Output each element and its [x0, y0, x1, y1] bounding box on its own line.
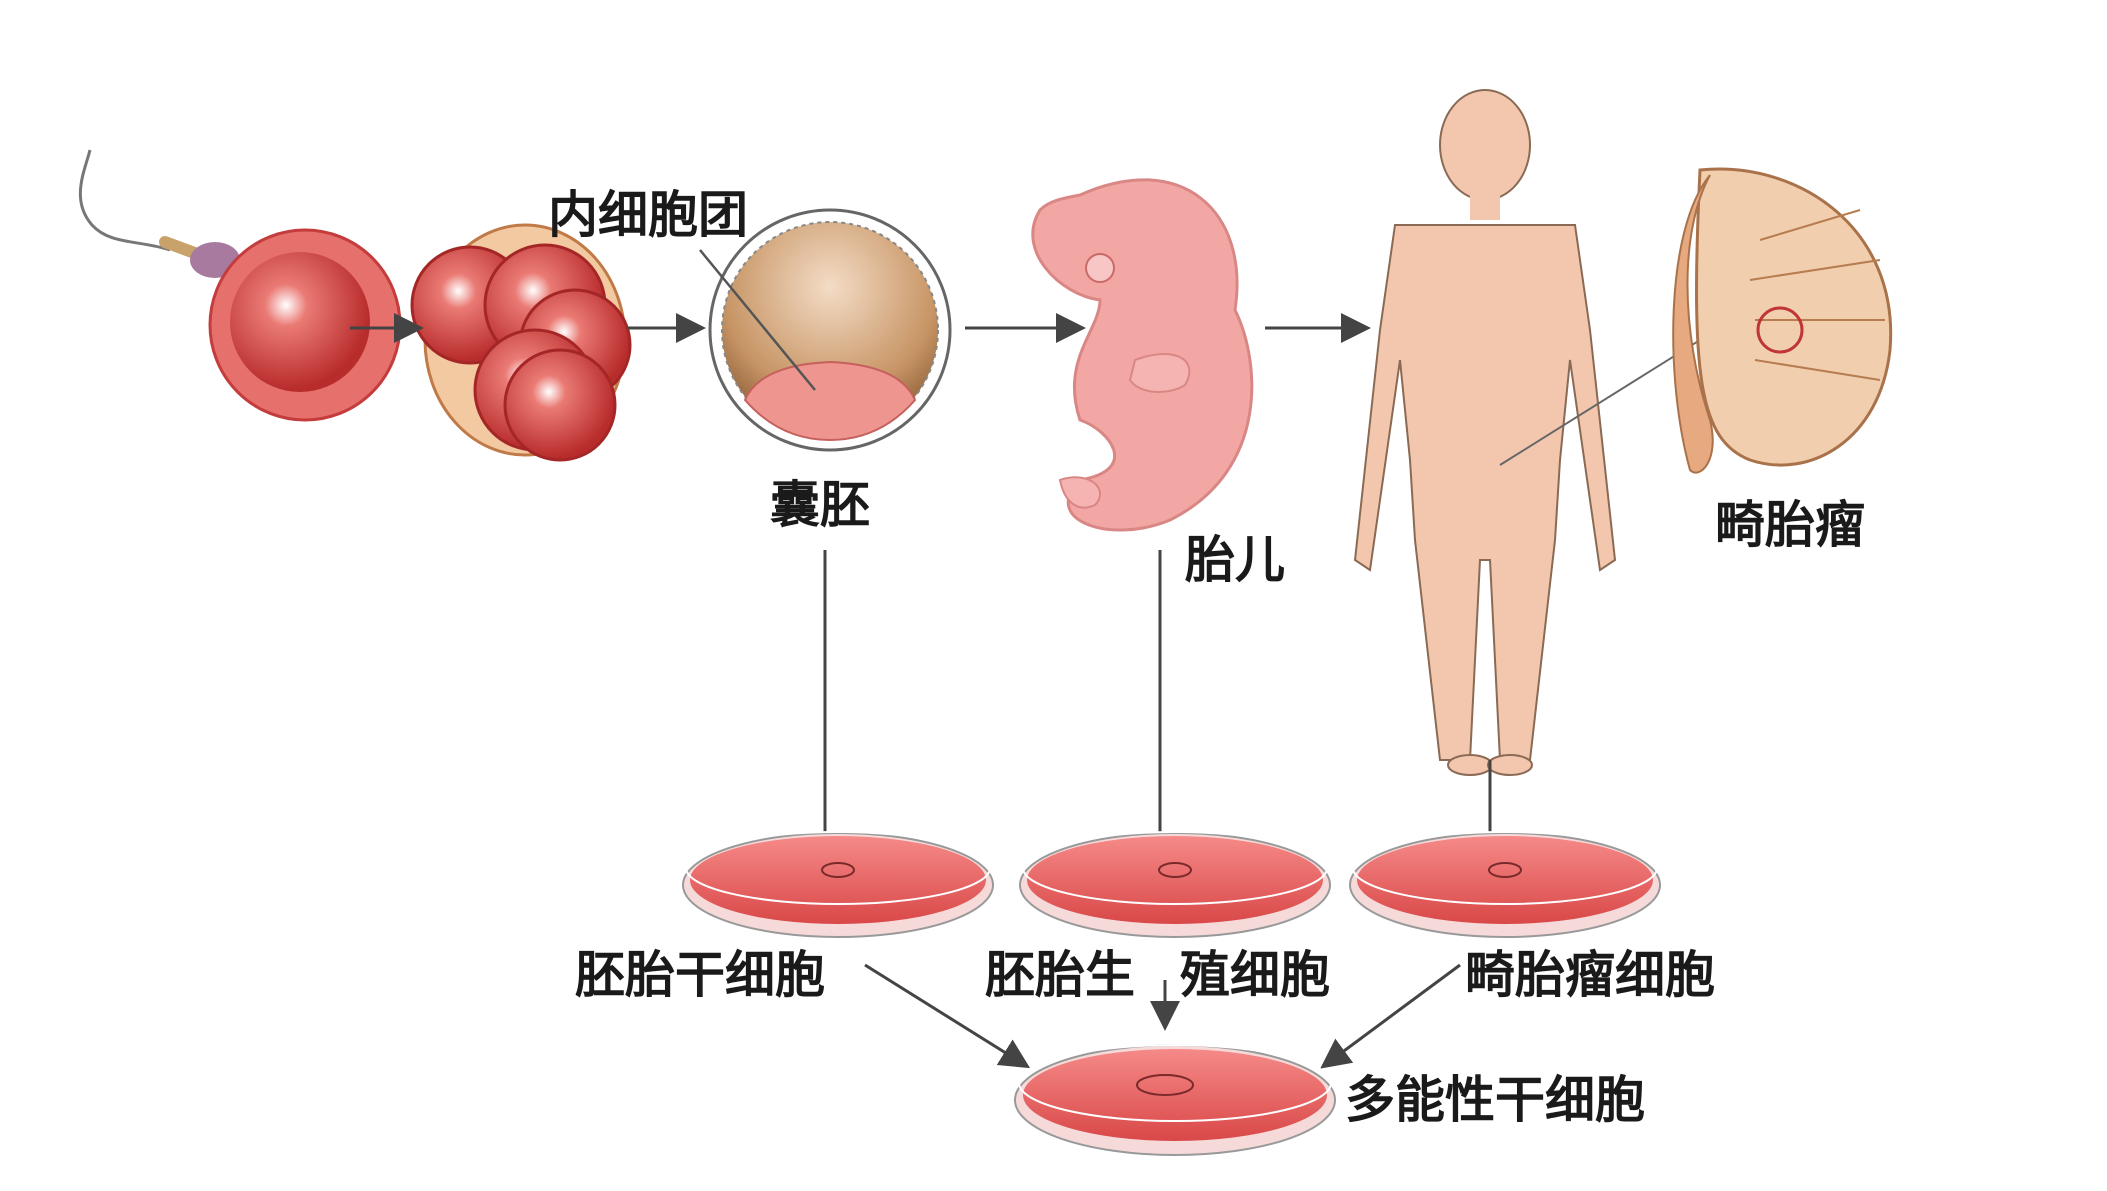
teratoma-testis	[1672, 167, 1893, 474]
petri-dish-es	[682, 831, 994, 938]
zygote-cell	[208, 228, 402, 422]
arrow-es-to-pluripotent	[864, 963, 1031, 1069]
inner-cell-mass-label: 内细胞团	[548, 186, 748, 244]
eg-cells-label-part1: 胚胎生	[985, 946, 1135, 1004]
fetus-label: 胎儿	[1185, 531, 1285, 589]
petri-dish-pluripotent	[1014, 1044, 1336, 1156]
fetus	[1031, 178, 1254, 532]
blastocyst	[699, 208, 952, 452]
ec-cells-label: 畸胎瘤细胞	[1465, 946, 1715, 1004]
teratoma-label: 畸胎瘤	[1715, 496, 1865, 554]
petri-dish-ec	[1349, 831, 1661, 938]
adult-human-figure	[1353, 89, 1781, 776]
es-cells-label: 胚胎干细胞	[575, 946, 825, 1004]
morula	[410, 223, 632, 462]
blastocyst-label: 囊胚	[770, 476, 870, 534]
sperm	[78, 149, 240, 278]
eg-cells-label-part2: 殖细胞	[1180, 946, 1330, 1004]
pluripotent-stem-cells-label: 多能性干细胞	[1345, 1071, 1645, 1129]
petri-dish-eg	[1019, 831, 1331, 938]
arrow-ec-to-pluripotent	[1320, 963, 1461, 1069]
